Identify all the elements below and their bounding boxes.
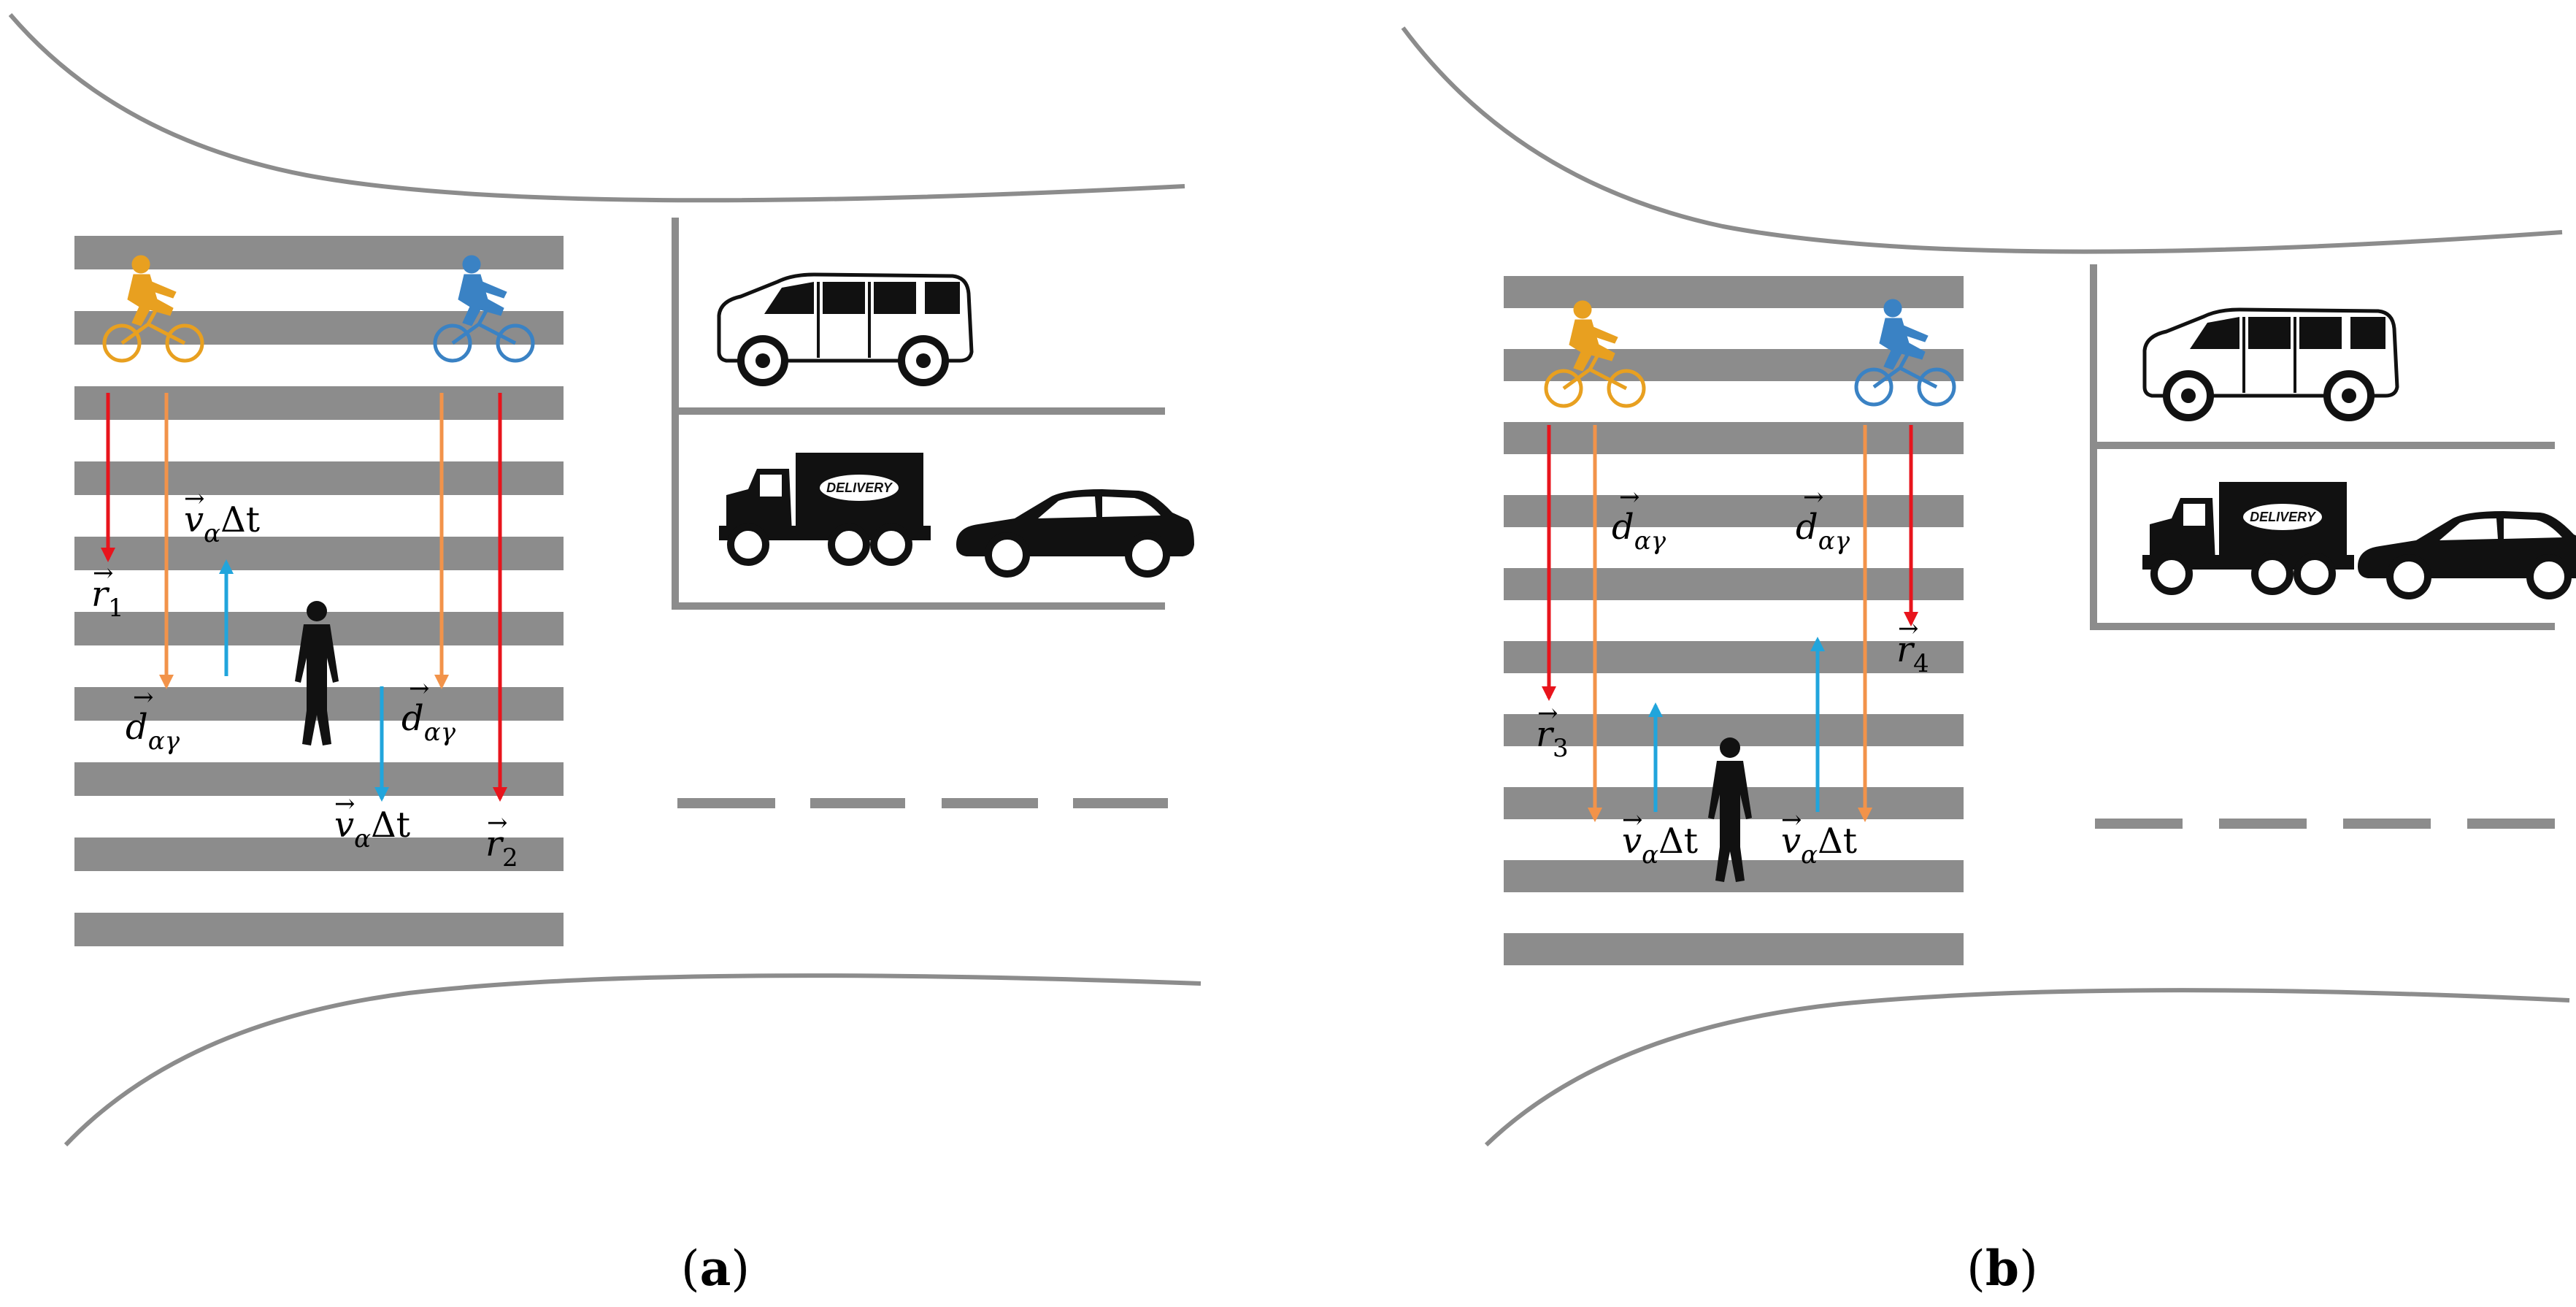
truck-icon: DELIVERY xyxy=(719,453,931,566)
label-r1: r1 xyxy=(91,574,124,623)
crosswalk-b xyxy=(1504,276,1964,965)
label-v-up-accent: → xyxy=(184,484,205,513)
lane-box-b xyxy=(2090,264,2555,630)
label-v-right-accent: → xyxy=(1781,805,1802,835)
label-d-left: dαγ xyxy=(1612,507,1666,556)
label-v-left: vαΔt xyxy=(1622,821,1698,870)
label-r4: r4 xyxy=(1896,629,1929,678)
panel-a: DELIVERY r1 → vαΔt → dαγ → xyxy=(8,13,1202,1297)
curb-bottom-b xyxy=(1484,988,2570,1147)
label-r2-accent: → xyxy=(487,808,508,838)
label-v-left-accent: → xyxy=(1622,805,1643,835)
label-v-down: vαΔt xyxy=(334,805,410,854)
label-r3: r3 xyxy=(1536,714,1569,763)
truck-label: DELIVERY xyxy=(2250,510,2317,524)
lane-box-a xyxy=(672,218,1165,610)
cyclist-orange-icon xyxy=(104,256,202,361)
label-r3-accent: → xyxy=(1537,699,1558,728)
label-d-left-accent: → xyxy=(133,683,154,712)
sedan-icon xyxy=(2358,511,2576,596)
label-r2: r2 xyxy=(485,824,518,873)
truck-icon: DELIVERY xyxy=(2142,482,2354,595)
truck-label: DELIVERY xyxy=(826,480,893,495)
van-icon xyxy=(719,275,972,383)
label-d-right-accent: → xyxy=(409,674,430,703)
label-v-up: vαΔt xyxy=(184,499,260,548)
label-d-left: dαγ xyxy=(126,707,180,756)
curb-top-a xyxy=(8,13,1185,203)
cyclist-blue-icon xyxy=(435,256,533,361)
label-v-down-accent: → xyxy=(334,789,355,819)
label-d-right: dαγ xyxy=(1796,507,1850,556)
van-icon xyxy=(2145,310,2397,418)
curb-top-b xyxy=(1401,26,2563,254)
curb-bottom-a xyxy=(64,973,1202,1147)
caption-b: (b) xyxy=(1966,1240,2038,1297)
label-d-left-accent: → xyxy=(1619,483,1640,512)
caption-a: (a) xyxy=(681,1240,750,1297)
label-r4-accent: → xyxy=(1898,614,1919,643)
label-v-right: vαΔt xyxy=(1781,821,1857,870)
label-d-right: dαγ xyxy=(401,698,456,747)
panel-b: DELIVERY r3 → dαγ → dαγ → xyxy=(1401,26,2576,1297)
sedan-icon xyxy=(956,489,1194,574)
label-d-right-accent: → xyxy=(1803,483,1824,512)
label-r1-accent: → xyxy=(93,559,114,588)
